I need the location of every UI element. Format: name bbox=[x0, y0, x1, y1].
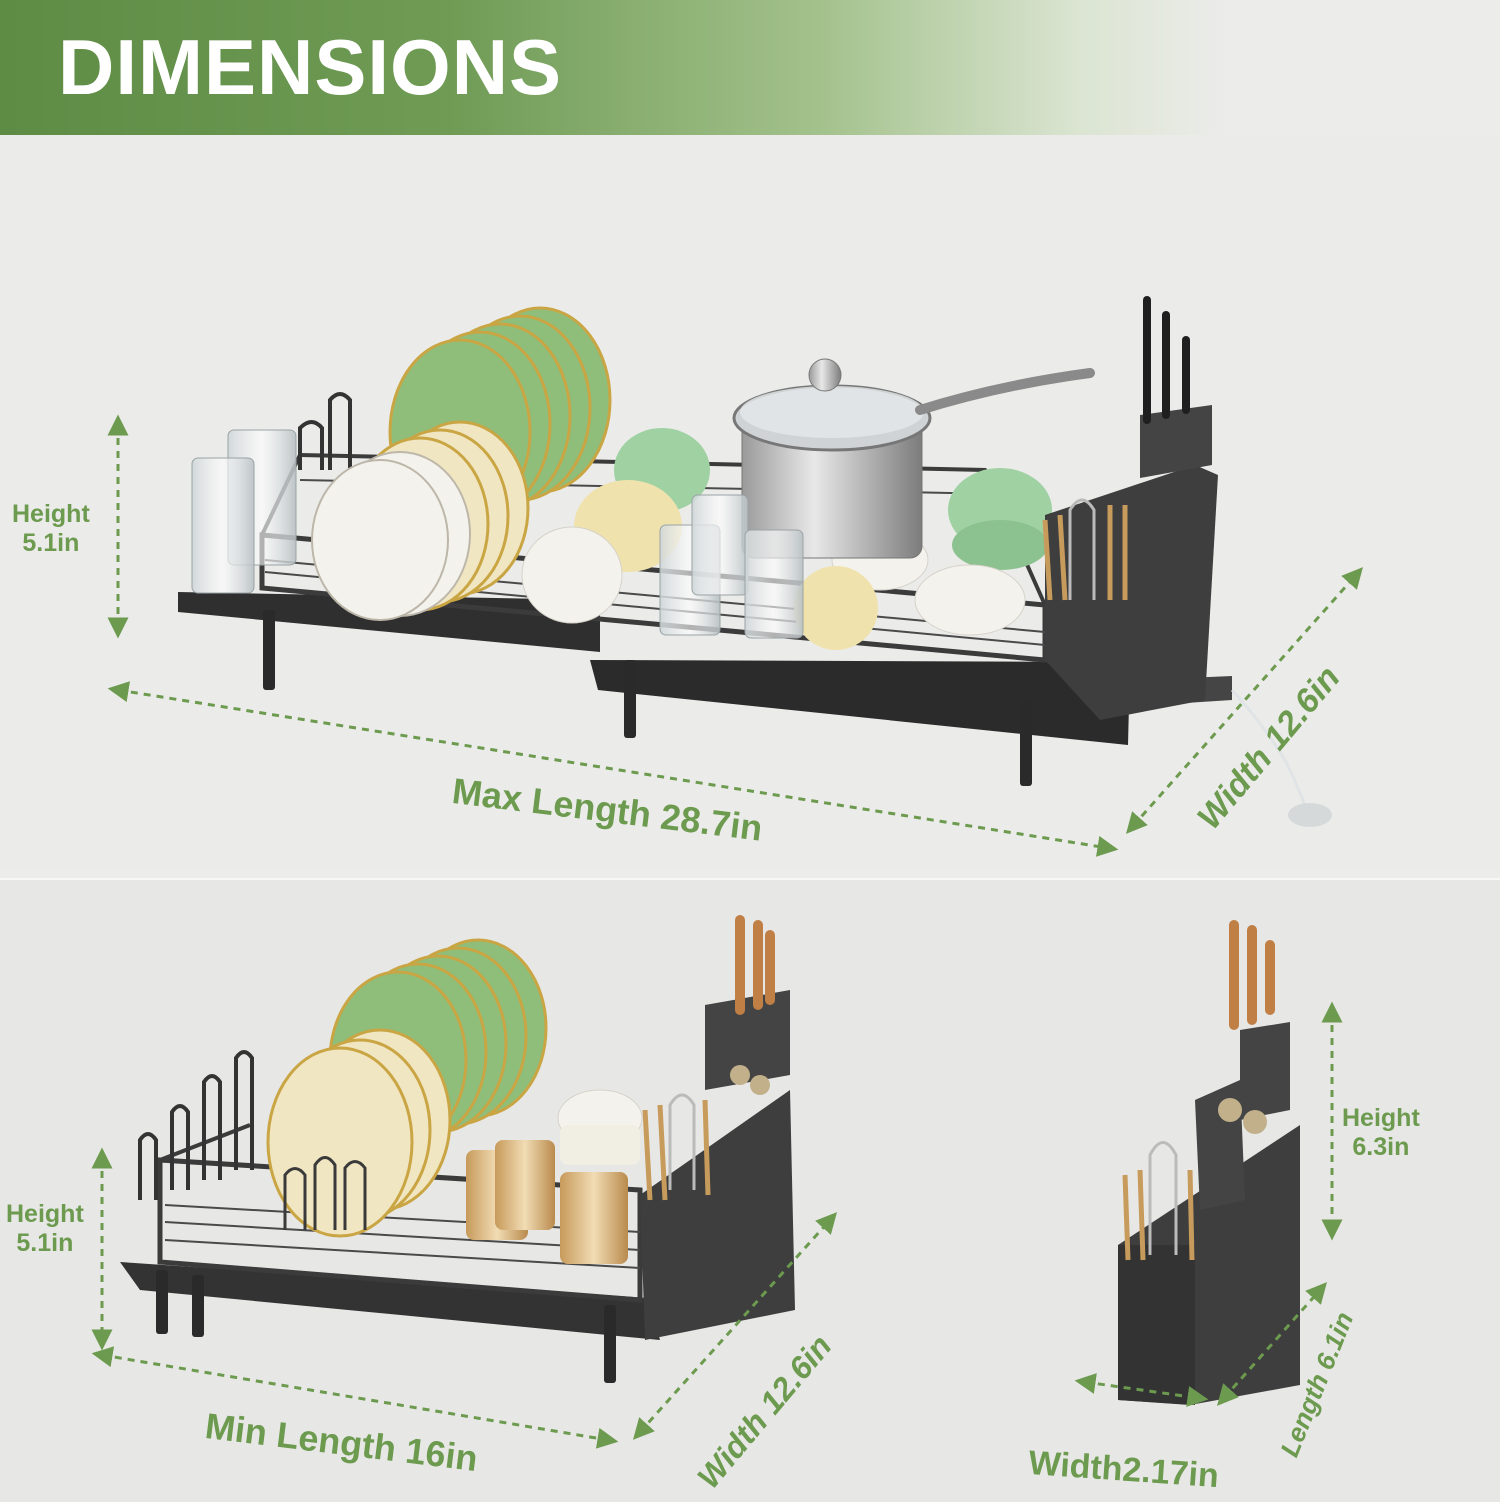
page-title: DIMENSIONS bbox=[58, 23, 563, 111]
top-height-label: Height 5.1in bbox=[12, 500, 90, 558]
title-banner: DIMENSIONS bbox=[0, 0, 1500, 135]
compact-dish-rack bbox=[120, 915, 795, 1383]
bottom-left-dimension-lines bbox=[91, 1147, 838, 1449]
bottom-right-dimension-lines bbox=[1074, 1001, 1343, 1407]
bottom-right-height-label: Height 6.3in bbox=[1342, 1104, 1420, 1162]
bottom-right-height-text: Height bbox=[1342, 1104, 1420, 1132]
top-dimension-lines bbox=[107, 414, 1363, 857]
top-height-value: 5.1in bbox=[22, 528, 80, 557]
bottom-left-height-value: 5.1in bbox=[16, 1228, 74, 1257]
top-height-text: Height bbox=[12, 500, 90, 528]
utensil-caddy bbox=[1118, 920, 1300, 1405]
bottom-left-height-label: Height 5.1in bbox=[6, 1200, 84, 1258]
extended-dish-rack bbox=[178, 296, 1332, 827]
bottom-right-height-value: 6.3in bbox=[1352, 1132, 1410, 1161]
bottom-left-height-text: Height bbox=[6, 1200, 84, 1228]
